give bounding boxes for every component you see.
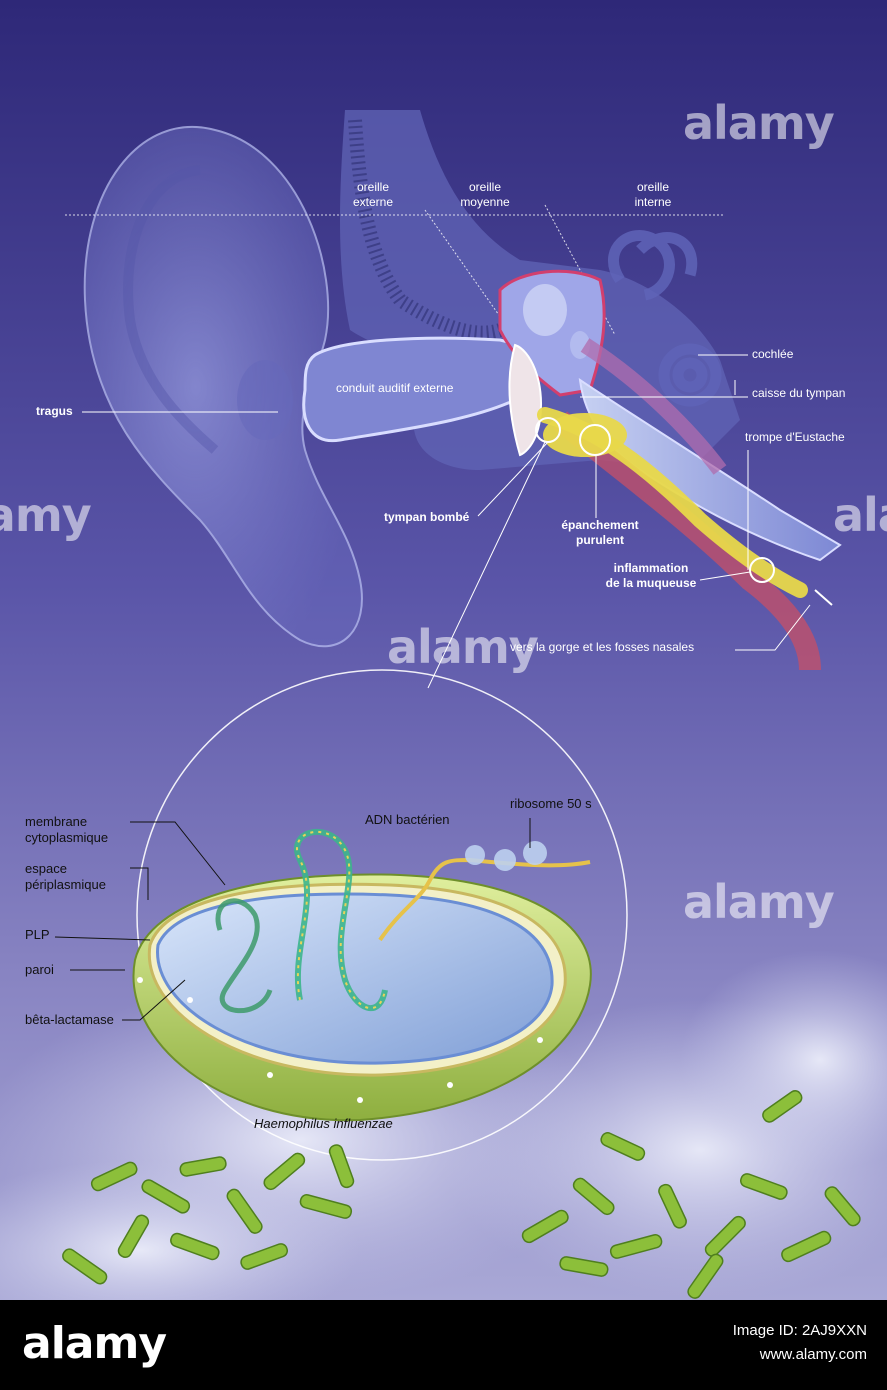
leader-lines	[54, 818, 531, 1021]
pus-pool	[543, 413, 627, 457]
label-inflammation: inflammation de la muqueuse	[605, 561, 697, 590]
mucosa	[552, 411, 821, 671]
highlight-circle	[579, 424, 611, 456]
label-adn: ADN bactérien	[365, 812, 450, 827]
footer-url: www.alamy.com	[759, 1346, 867, 1363]
ribosome	[465, 845, 485, 865]
ossicle	[523, 284, 567, 336]
ribosome	[494, 849, 516, 871]
footer-bar: alamy Image ID: 2AJ9XXN www.alamy.com	[0, 1300, 887, 1390]
mucus-cloud	[680, 950, 887, 1170]
label-oreille-moyenne: oreille moyenne	[460, 180, 510, 209]
guide-line	[544, 204, 616, 336]
label-tragus: tragus	[36, 404, 73, 418]
label-plp: PLP	[25, 927, 50, 942]
anatomy-artwork	[0, 0, 887, 1300]
flow-arrow	[814, 589, 833, 606]
label-cochlee: cochlée	[752, 347, 794, 361]
footer-logo: alamy	[22, 1318, 167, 1369]
watermark: alamy	[683, 96, 835, 150]
magnifier-circle	[136, 669, 628, 1161]
label-trompe-eustache: trompe d'Eustache	[745, 430, 845, 444]
label-epanchement: épanchement purulent	[561, 518, 639, 547]
label-beta-lactamase: bêta-lactamase	[25, 1012, 114, 1027]
watermark: alamy	[833, 488, 887, 542]
ribosome	[523, 841, 547, 865]
footer-image-id: Image ID: 2AJ9XXN	[732, 1322, 867, 1339]
label-ribosome: ribosome 50 s	[510, 796, 592, 811]
watermark: alamy	[387, 620, 539, 674]
label-paroi: paroi	[25, 962, 54, 977]
watermark: alamy	[0, 488, 92, 542]
label-espace: espace périplasmique	[25, 861, 106, 892]
ear-canal	[302, 336, 527, 443]
leader-lines	[82, 354, 811, 689]
watermark: alamy	[683, 875, 835, 929]
label-conduit-auditif: conduit auditif externe	[336, 381, 454, 395]
label-membrane: membrane cytoplasmique	[25, 814, 109, 845]
bacteria-colony	[62, 1090, 861, 1299]
label-caisse-du-tympan: caisse du tympan	[752, 386, 846, 400]
bacterium-cell	[132, 829, 592, 1122]
pinna	[83, 125, 363, 648]
muscle	[580, 338, 727, 475]
inner-ear	[608, 230, 722, 407]
label-species: Haemophilus influenzae	[254, 1116, 393, 1131]
label-oreille-interne: oreille interne	[634, 180, 672, 209]
label-tympan-bombe: tympan bombé	[384, 510, 470, 524]
eardrum	[508, 343, 542, 457]
label-vers-gorge: vers la gorge et les fosses nasales	[510, 640, 695, 654]
label-oreille-externe: oreille externe	[352, 180, 394, 209]
highlight-circle	[749, 557, 775, 583]
bone-texture	[348, 119, 503, 340]
